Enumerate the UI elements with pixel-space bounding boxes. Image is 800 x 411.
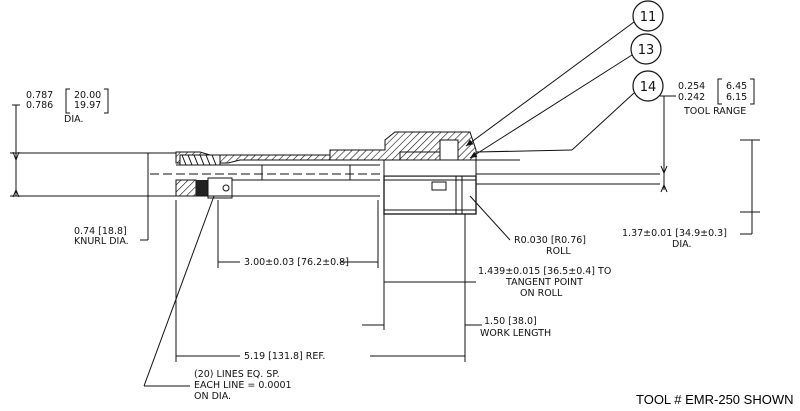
dim-tangent-2: TANGENT POINT [505, 277, 583, 288]
dim-tangent-3: ON ROLL [520, 288, 563, 299]
dim-length-300: 3.00±0.03 [76.2±0.8] [244, 257, 349, 268]
dimension-text: 0.787 0.786 20.00 19.97 DIA. 0.254 0.242… [26, 78, 793, 407]
callout-13 [630, 33, 662, 65]
spring-coils [179, 154, 221, 166]
dim-roll-1: R0.030 [R0.76] [514, 235, 586, 246]
drawing-caption: TOOL # EMR-250 SHOWN [636, 392, 793, 407]
dim-range-label: TOOL RANGE [683, 106, 746, 117]
dim-range-mm-lo: 6.15 [726, 92, 747, 103]
dim-roll-2: ROLL [546, 246, 571, 257]
dim-dia-mm-hi: 20.00 [74, 90, 101, 101]
dim-body-dia-2: DIA. [672, 239, 691, 250]
note-lines-3: ON DIA. [194, 391, 231, 402]
tool-body [10, 131, 660, 215]
dim-range-mm-hi: 6.45 [726, 81, 747, 92]
dim-dia-mm-lo: 19.97 [74, 100, 101, 111]
dim-range-in-hi: 0.254 [678, 81, 705, 92]
callout-14 [632, 70, 664, 102]
dim-ref-length: 5.19 [131.8] REF. [244, 351, 325, 362]
dim-dia-in-lo: 0.786 [26, 100, 53, 111]
dim-body-dia-1: 1.37±0.01 [34.9±0.3] [622, 228, 727, 239]
dim-work-2: WORK LENGTH [480, 328, 551, 339]
knurl-collar [175, 179, 197, 197]
dimension-lines [12, 95, 760, 387]
dim-tangent-1: 1.439±0.015 [36.5±0.4] TO [478, 266, 611, 277]
dim-knurl-1: 0.74 [18.8] [74, 226, 127, 237]
roller-head [383, 175, 477, 215]
dim-knurl-2: KNURL DIA. [74, 236, 129, 247]
dim-dia-in-hi: 0.787 [26, 90, 53, 101]
callout-balloons: 11 13 14 [465, 0, 664, 159]
callout-11 [632, 0, 664, 32]
dim-range-in-lo: 0.242 [678, 92, 705, 103]
note-lines-2: EACH LINE = 0.0001 [194, 380, 292, 391]
dim-dia-label: DIA. [64, 114, 83, 125]
callout-11-label: 11 [640, 10, 657, 25]
callout-13-label: 13 [638, 43, 655, 58]
note-lines-1: (20) LINES EQ. SP. [194, 369, 280, 380]
dim-work-1: 1.50 [38.0] [484, 316, 537, 327]
callout-14-label: 14 [640, 80, 657, 95]
